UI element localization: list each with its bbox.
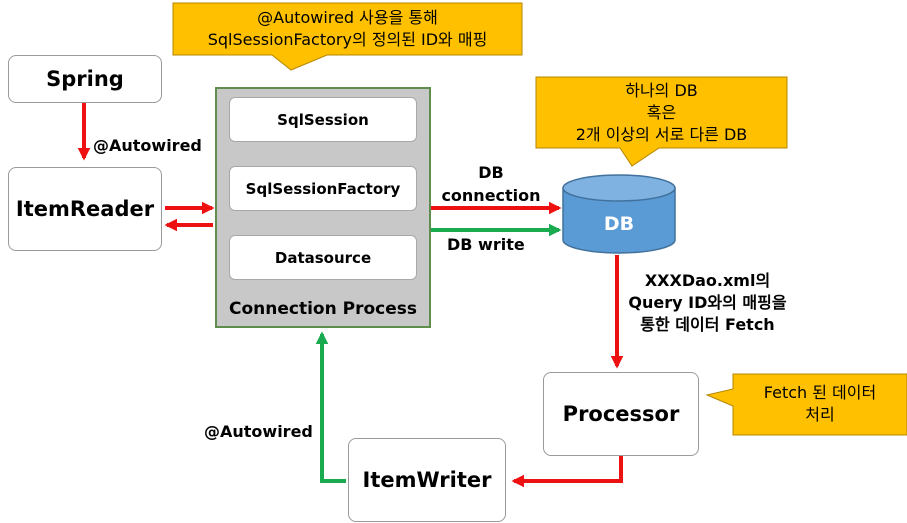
db-callout-shape <box>535 76 788 167</box>
edge-label-fetch-line-1: XXXDao.xml의 <box>644 271 771 290</box>
item-writer-label: ItemWriter <box>362 468 492 492</box>
edge-label-fetch-line-3: 통한 데이터 Fetch <box>640 315 775 334</box>
item-reader-node: ItemReader <box>8 167 162 251</box>
sqlsessionfactory-step: SqlSessionFactory <box>229 166 417 211</box>
arrow-processor-to-writer <box>511 456 623 488</box>
sqlsession-label: SqlSession <box>277 110 369 129</box>
top-callout-text: @Autowired 사용을 통해 SqlSessionFactory의 정의된… <box>173 7 522 51</box>
db-callout-line-2: 혹은 <box>646 103 677 122</box>
db-callout-line-1: 하나의 DB <box>625 81 698 100</box>
edge-label-fetch-line-2: Query ID와의 매핑을 <box>628 293 787 312</box>
edge-label-db-connection: DB connection <box>432 161 550 207</box>
processor-node: Processor <box>543 372 699 456</box>
sqlsessionfactory-label: SqlSessionFactory <box>245 179 401 198</box>
db-callout-line-3: 2개 이상의 서로 다른 DB <box>575 125 748 144</box>
db-label: DB <box>604 213 634 235</box>
edge-label-db-to-processor: XXXDao.xml의 Query ID와의 매핑을 통한 데이터 Fetch <box>600 270 815 336</box>
top-callout-shape <box>172 2 523 71</box>
edge-label-db-connection-line-2: connection <box>441 186 541 205</box>
spring-node: Spring <box>8 55 162 103</box>
fetch-callout-shape <box>705 373 907 436</box>
edge-label-spring-autowired: @Autowired <box>93 136 202 155</box>
processor-label: Processor <box>562 402 680 426</box>
fetch-callout-line-1: Fetch 된 데이터 <box>763 383 877 402</box>
top-callout-line-1: @Autowired 사용을 통해 <box>257 8 438 27</box>
fetch-callout-text: Fetch 된 데이터 처리 <box>733 382 907 426</box>
edge-label-db-connection-line-1: DB <box>478 163 504 182</box>
edge-label-writer-autowired: @Autowired <box>204 422 313 441</box>
arrow-writer-to-process <box>315 331 346 483</box>
item-writer-node: ItemWriter <box>348 438 506 522</box>
datasource-label: Datasource <box>274 248 372 267</box>
edge-label-db-write: DB write <box>447 235 525 254</box>
db-cylinder: DB <box>562 174 676 254</box>
datasource-step: Datasource <box>229 235 417 280</box>
sqlsession-step: SqlSession <box>229 97 417 142</box>
db-callout-text: 하나의 DB 혹은 2개 이상의 서로 다른 DB <box>536 80 787 146</box>
item-reader-label: ItemReader <box>15 197 155 221</box>
spring-label: Spring <box>46 67 124 91</box>
connection-process-title: Connection Process <box>229 299 417 319</box>
top-callout-line-2: SqlSessionFactory의 정의된 ID와 매핑 <box>207 30 488 49</box>
fetch-callout-line-2: 처리 <box>805 405 835 424</box>
